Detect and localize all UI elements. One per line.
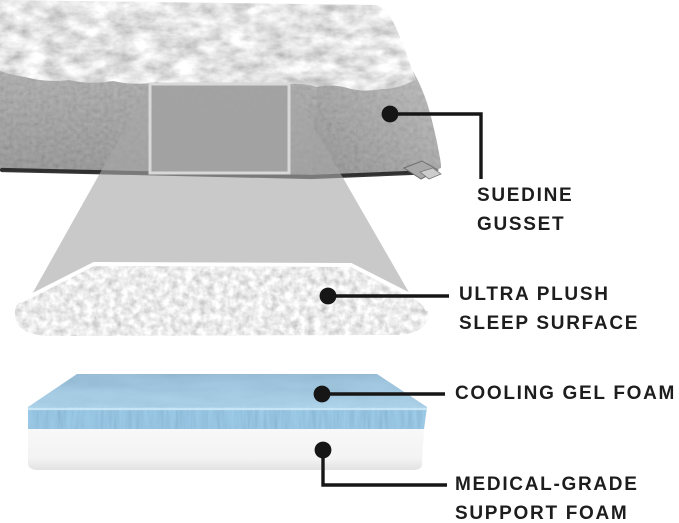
callout-dot-gel xyxy=(313,385,331,403)
label-ultra-plush-sleep-surface: ULTRA PLUSH SLEEP SURFACE xyxy=(459,280,639,338)
callout-dots xyxy=(313,105,399,459)
plush-slab xyxy=(14,266,429,336)
callout-dot-support xyxy=(314,441,332,459)
gel-foam-front-texture xyxy=(28,407,427,429)
plush-slab-outline xyxy=(19,262,429,311)
callout-dot-gusset xyxy=(381,105,399,123)
label-line: GUSSET xyxy=(477,214,566,235)
label-line: MEDICAL-GRADE xyxy=(455,474,639,495)
label-line: SLEEP SURFACE xyxy=(459,313,640,334)
label-line: ULTRA PLUSH xyxy=(459,284,610,305)
callout-lines xyxy=(321,112,483,487)
foam-block xyxy=(28,374,427,470)
support-foam-front-face xyxy=(28,429,424,470)
label-cooling-gel-foam: COOLING GEL FOAM xyxy=(455,379,676,408)
zoom-projection xyxy=(31,82,411,296)
label-line: SUPPORT FOAM xyxy=(455,503,629,523)
callout-line-support xyxy=(321,450,447,487)
bed-fur-top xyxy=(0,0,416,91)
callout-line-gusset xyxy=(390,112,483,179)
highlight-box xyxy=(148,82,291,175)
projection-beam xyxy=(31,84,411,296)
gel-foam-top-texture xyxy=(28,374,427,407)
label-medical-grade-support-foam: MEDICAL-GRADE SUPPORT FOAM xyxy=(455,470,639,523)
callout-dot-plush xyxy=(319,287,337,305)
label-line: COOLING GEL FOAM xyxy=(455,383,677,404)
bed-gusset-face-texture xyxy=(311,70,441,178)
label-line: SUEDINE xyxy=(477,185,574,206)
plush-sleep-surface-layer xyxy=(14,262,429,336)
zipper-pull xyxy=(402,160,442,180)
label-suedine-gusset: SUEDINE GUSSET xyxy=(477,181,573,239)
